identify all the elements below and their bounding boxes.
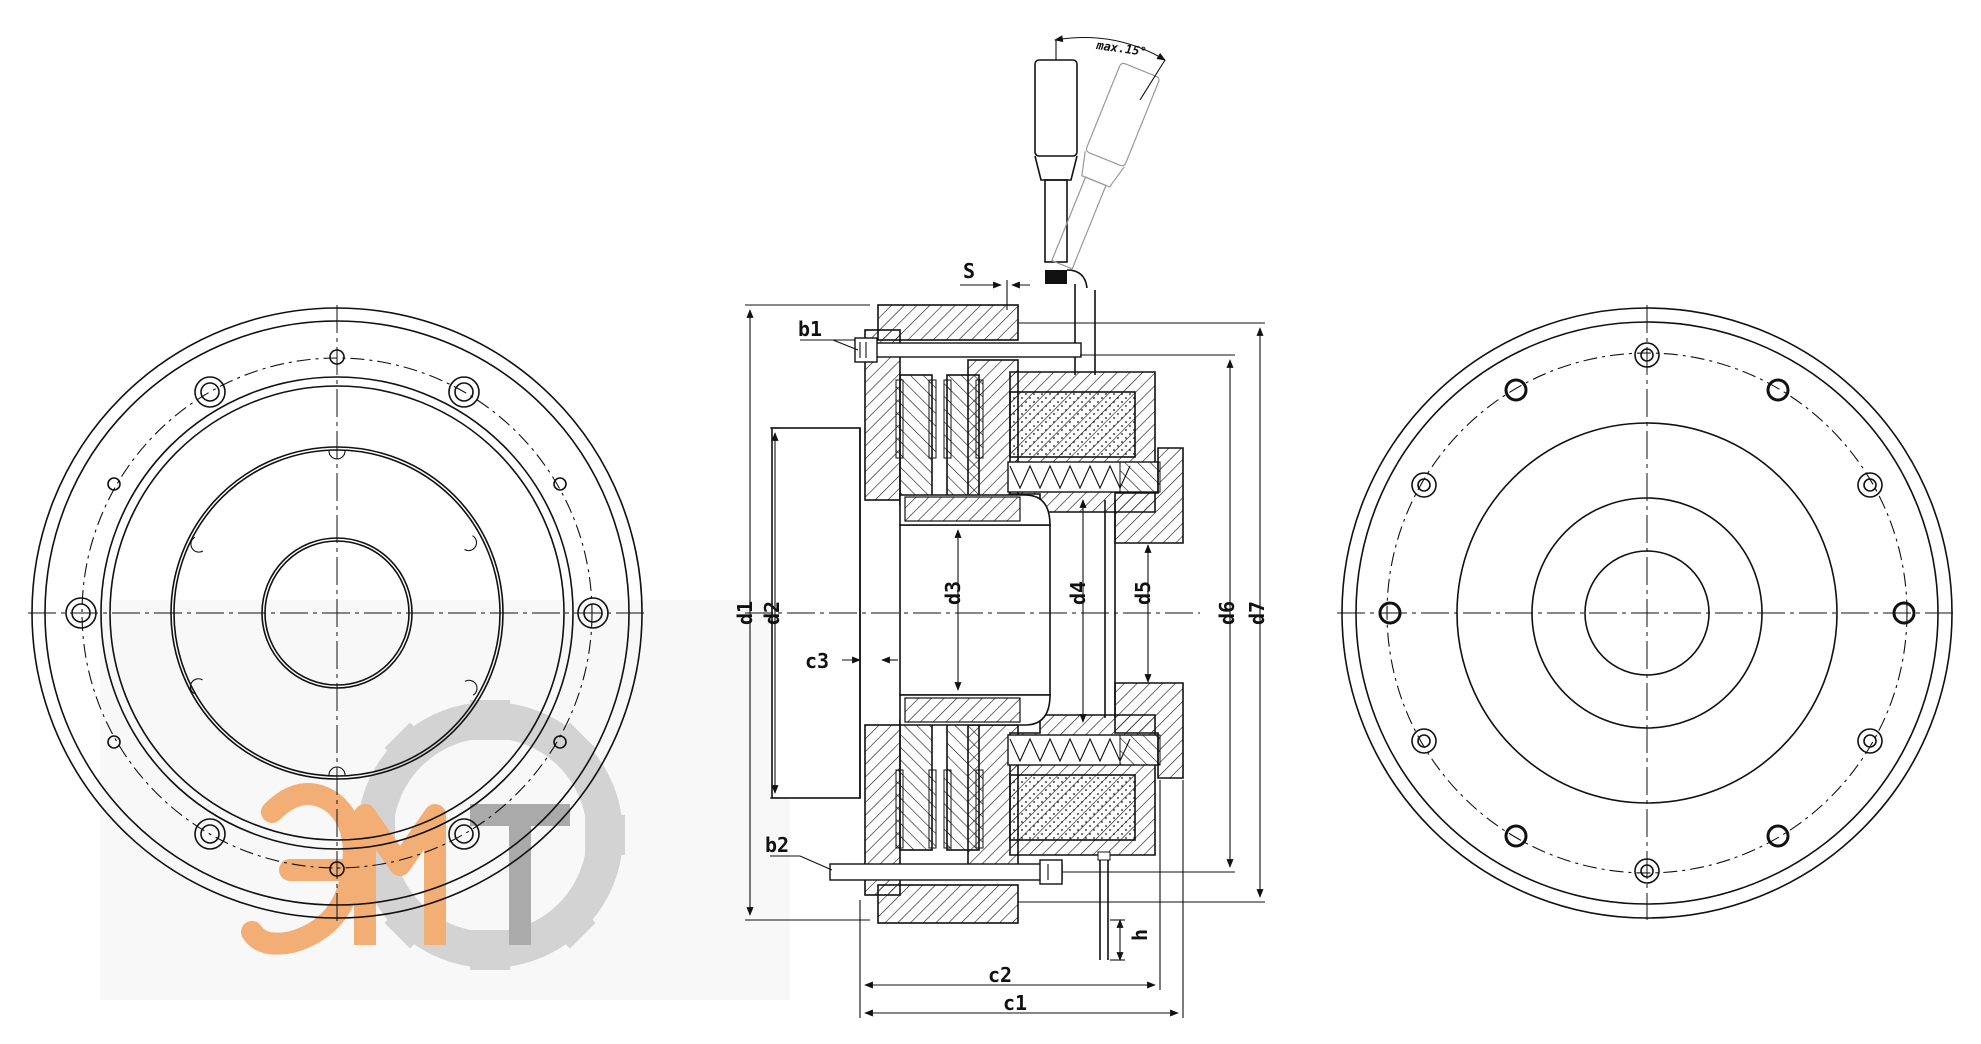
dim-label-d1: d1 (733, 601, 757, 625)
bolt-holes-right (1378, 342, 1916, 884)
release-lever-tilted (1051, 62, 1160, 270)
dim-label-c1: c1 (1003, 991, 1027, 1015)
coil-top (1009, 391, 1136, 458)
dim-label-d5: d5 (1131, 581, 1155, 605)
watermark-letter-e (241, 783, 365, 955)
angle-label: max.15° (1095, 38, 1148, 59)
dim-label-c2: c2 (988, 963, 1012, 987)
hub (899, 524, 1051, 696)
dim-label-b2: b2 (765, 833, 789, 857)
dim-label-h: h (1128, 929, 1152, 941)
release-lever (1034, 59, 1096, 375)
right-rear-view (1337, 305, 1956, 920)
dim-label-s: S (963, 259, 975, 283)
watermark-letter-m (354, 804, 446, 945)
dim-label-c3: c3 (805, 649, 829, 673)
watermark-logo (100, 600, 790, 1000)
cross-section-view: max.15° S (733, 35, 1269, 1018)
dim-label-d7: d7 (1245, 601, 1269, 625)
springs (1007, 461, 1161, 766)
dim-label-d6: d6 (1215, 601, 1239, 625)
dim-label-d2: d2 (760, 601, 784, 625)
dim-label-d4: d4 (1066, 581, 1090, 605)
gear-icon (355, 700, 625, 970)
coil-bottom (1009, 774, 1136, 841)
dim-label-d3: d3 (941, 581, 965, 605)
bolt-holes-left (65, 349, 609, 877)
watermark-letter-t (470, 804, 570, 945)
dim-label-b1: b1 (798, 317, 822, 341)
left-front-view (28, 305, 646, 921)
dimensions (745, 304, 1265, 1018)
